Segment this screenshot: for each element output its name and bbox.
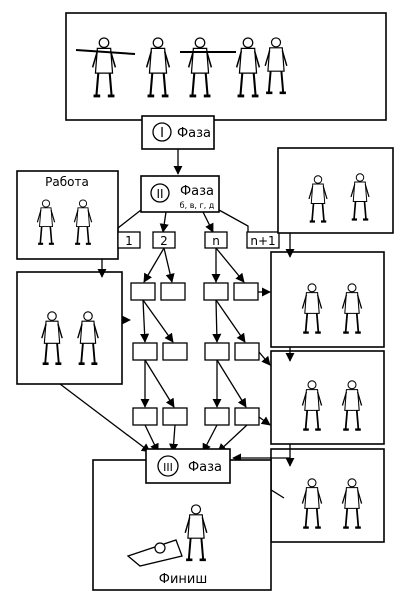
figure-sketch-icon bbox=[126, 503, 209, 567]
arrow-icon bbox=[142, 299, 174, 343]
phase-1-label: Фаза bbox=[177, 126, 211, 141]
arrow-icon bbox=[215, 247, 245, 283]
arrow-icon bbox=[144, 424, 159, 453]
phase-1-numeral: I bbox=[160, 126, 164, 141]
arrow-icon bbox=[215, 299, 246, 343]
illustration-left-2 bbox=[16, 271, 123, 385]
arrow-icon bbox=[163, 247, 175, 283]
step-grid-branch-n bbox=[203, 282, 260, 426]
step-box bbox=[234, 407, 260, 426]
illustration-right-3 bbox=[270, 350, 385, 445]
step-box bbox=[234, 342, 260, 361]
svg-text:2: 2 bbox=[160, 234, 168, 248]
phase-3-box: III Фаза bbox=[145, 448, 231, 484]
step-box bbox=[204, 407, 230, 426]
svg-text:1: 1 bbox=[125, 234, 133, 248]
phase-3-numeral: III bbox=[163, 461, 173, 474]
arrow-icon bbox=[216, 359, 247, 408]
illustration-right-2 bbox=[270, 251, 385, 348]
svg-text:n: n bbox=[212, 234, 220, 248]
step-box bbox=[132, 407, 158, 426]
branch-n: n bbox=[204, 231, 228, 249]
illustration-right-4 bbox=[270, 448, 385, 543]
step-grid-branch-2 bbox=[130, 282, 188, 426]
work-label: Работа bbox=[45, 175, 89, 189]
illustration-work: Работа bbox=[16, 170, 119, 260]
step-box bbox=[160, 282, 186, 301]
phase-3-label: Фаза bbox=[188, 460, 222, 475]
arrow-icon bbox=[143, 247, 165, 283]
finish-label: Финиш bbox=[159, 572, 207, 587]
branch-2: 2 bbox=[152, 231, 176, 249]
illustration-right-1 bbox=[277, 147, 394, 234]
arrow-icon bbox=[258, 351, 271, 366]
step-box bbox=[233, 282, 259, 301]
branch-n-plus-1: n+1 bbox=[246, 231, 280, 249]
step-box bbox=[132, 342, 158, 361]
phase-2-numeral: II bbox=[156, 187, 163, 201]
step-box bbox=[204, 342, 230, 361]
branch-1: 1 bbox=[117, 231, 141, 249]
step-box bbox=[162, 407, 188, 426]
step-box bbox=[162, 342, 188, 361]
step-box bbox=[203, 282, 229, 301]
arrow-icon bbox=[258, 416, 271, 426]
illustration-start bbox=[65, 12, 387, 121]
arrow-icon bbox=[202, 424, 218, 453]
arrow-icon bbox=[159, 211, 169, 233]
arrow-icon bbox=[169, 424, 179, 453]
phase-2-sub: б, в, г, д bbox=[180, 201, 215, 210]
svg-text:n+1: n+1 bbox=[250, 234, 275, 248]
phase-2-label: Фаза bbox=[180, 184, 214, 199]
phase-1-box: I Фаза bbox=[141, 115, 215, 150]
phase-2-box: II Фаза б, в, г, д bbox=[140, 175, 220, 213]
arrow-icon bbox=[202, 211, 214, 233]
figure-sketch-icon bbox=[75, 36, 289, 98]
arrow-icon bbox=[217, 424, 248, 453]
arrow-icon bbox=[212, 299, 222, 343]
step-box bbox=[130, 282, 156, 301]
arrow-icon bbox=[59, 383, 151, 453]
arrow-icon bbox=[140, 299, 150, 343]
arrow-icon bbox=[144, 359, 175, 408]
